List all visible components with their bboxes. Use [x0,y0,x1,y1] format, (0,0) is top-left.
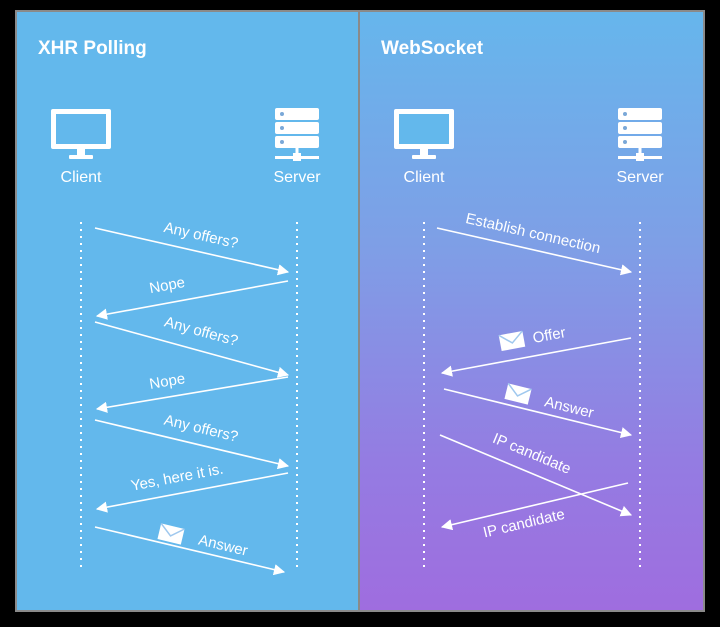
message-label: Nope [148,370,186,393]
response-arrow [95,376,289,413]
envelope-icon [156,522,186,546]
message-label: Yes, here it is. [130,461,225,495]
client-label: Client [61,169,102,186]
message-label: Nope [148,274,186,297]
request-arrow [94,227,290,276]
request-arrow [94,321,290,378]
request-arrow [94,419,290,470]
websocket-title: WebSocket [381,38,484,59]
server-label: Server [616,169,664,186]
response-arrow [440,337,632,377]
request-arrow [436,227,633,276]
response-arrow [95,280,289,320]
response-arrow [95,472,289,513]
server-label: Server [273,169,321,186]
message-label: Any offers? [162,412,239,446]
request-arrow [439,434,633,517]
server-icon [275,108,319,161]
message-label: IP candidate [482,506,567,542]
xhr-polling-title: XHR Polling [38,38,147,59]
request-arrow [443,388,633,439]
envelope-icon [503,382,533,406]
message-label: Any offers? [162,219,239,252]
message-label: Offer [531,324,567,347]
request-arrow [94,526,286,576]
message-label: Answer [543,393,596,421]
client-label: Client [404,169,445,186]
envelope-icon [497,330,527,352]
monitor-icon [394,109,454,159]
server-icon [618,108,662,161]
message-label: Answer [197,532,250,560]
monitor-icon [51,109,111,159]
message-label: IP candidate [490,430,573,478]
response-arrow [440,482,629,531]
